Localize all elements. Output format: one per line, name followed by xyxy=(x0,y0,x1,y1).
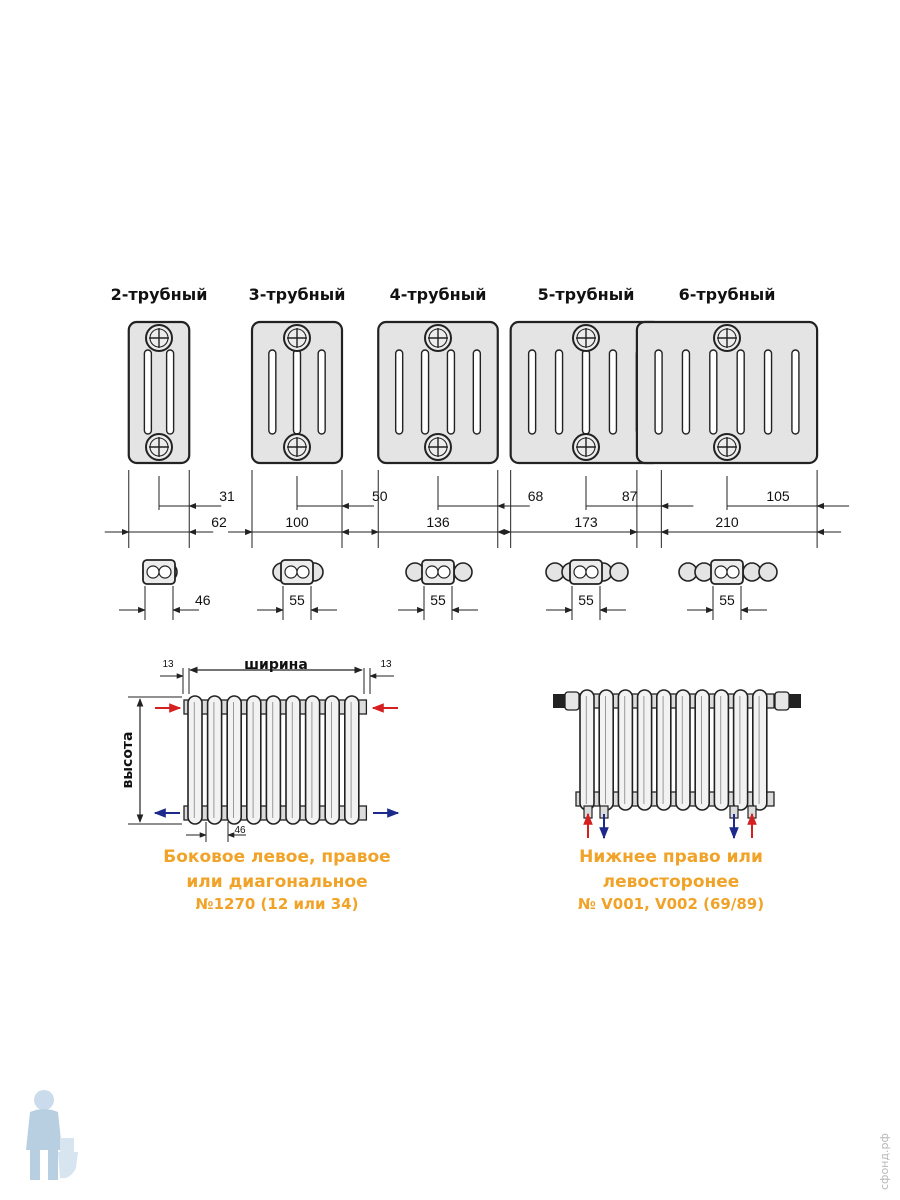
depth-label: 136 xyxy=(426,514,450,530)
margin-left-label: 13 xyxy=(162,659,174,670)
radiator-section xyxy=(732,689,749,811)
radiator-section xyxy=(246,695,262,825)
tube-slot xyxy=(736,349,745,435)
tube-slot xyxy=(581,349,591,435)
tube-slot xyxy=(143,349,153,435)
tube-slot xyxy=(165,349,175,435)
section-top-view xyxy=(142,559,178,585)
radiator-section xyxy=(655,689,672,811)
radiator-section xyxy=(636,689,653,811)
half-depth-label: 50 xyxy=(372,488,388,504)
tube-slot xyxy=(554,349,564,435)
half-depth-label: 105 xyxy=(766,488,790,504)
radiator-section xyxy=(343,695,360,825)
spacing-label: 46 xyxy=(195,592,211,608)
section-top-view xyxy=(545,559,629,585)
plumber-logo xyxy=(26,1090,78,1180)
radiator-section xyxy=(598,689,615,811)
type-title: 3-трубный xyxy=(249,285,346,304)
pitch-label: 46 xyxy=(234,825,246,836)
tube-slot xyxy=(763,349,773,435)
bottom-caption-line2: левосторонее xyxy=(603,872,740,892)
margin-right-label: 13 xyxy=(380,659,392,670)
spacing-label: 55 xyxy=(289,592,305,608)
type-title: 2-трубный xyxy=(111,285,208,304)
radiator-section xyxy=(187,695,203,825)
section-type-3: 3-трубный 50 100 55 xyxy=(228,285,388,620)
section-top-view xyxy=(272,559,324,585)
depth-label: 62 xyxy=(211,514,227,530)
section-top-view xyxy=(405,559,473,585)
tube-slot xyxy=(472,349,482,435)
tube-slot xyxy=(292,349,302,435)
radiator-section xyxy=(675,689,691,811)
radiator-section xyxy=(579,689,595,811)
radiator-section xyxy=(206,695,223,825)
section-types-row: 2-трубный3162463-трубный50100554-трубный… xyxy=(104,285,850,620)
type-title: 5-трубный xyxy=(538,285,635,304)
radiator-section xyxy=(226,695,242,825)
type-title: 4-трубный xyxy=(390,285,487,304)
radiator-section xyxy=(265,695,282,825)
section-type-2: 2-трубный 31 62 46 xyxy=(104,285,235,620)
section-top-view xyxy=(678,559,778,585)
radiator-section xyxy=(285,695,301,825)
left-plug xyxy=(553,694,565,708)
radiator-section xyxy=(617,689,634,811)
tube-slot xyxy=(317,349,326,435)
depth-label: 210 xyxy=(715,514,739,530)
radiator-section xyxy=(694,689,711,811)
side-caption-line2: или диагональное xyxy=(186,872,367,892)
half-depth-label: 31 xyxy=(219,488,235,504)
tube-slot xyxy=(268,349,277,435)
depth-label: 173 xyxy=(574,514,598,530)
tube-slot xyxy=(791,349,800,435)
tube-slot xyxy=(608,349,618,435)
half-depth-label: 87 xyxy=(622,488,638,504)
side-caption-line3: №1270 (12 или 34) xyxy=(196,895,359,913)
bottom-connection-diagram: Нижнее право или левосторонее № V001, V0… xyxy=(553,689,801,913)
section-front-view xyxy=(377,320,499,465)
watermark: сфонд.рф xyxy=(878,1133,891,1190)
radiator-section xyxy=(304,695,321,825)
tube-slot xyxy=(709,349,718,435)
bottom-caption-line3: № V001, V002 (69/89) xyxy=(578,895,764,913)
tube-slot xyxy=(681,349,691,435)
height-label: высота xyxy=(120,732,136,789)
radiator-section xyxy=(713,689,730,811)
tube-slot xyxy=(394,349,404,435)
section-type-6: 6-трубный 105 210 55 xyxy=(612,285,850,620)
depth-label: 100 xyxy=(285,514,309,530)
section-type-4: 4-трубный 68 136 55 xyxy=(354,285,544,620)
tube-slot xyxy=(527,349,537,435)
bottom-radiator xyxy=(575,689,775,819)
half-depth-label: 68 xyxy=(528,488,544,504)
spacing-label: 55 xyxy=(430,592,446,608)
tube-slot xyxy=(654,349,663,435)
side-connection-diagram: ширина 13 13 высота 46 Боковое левое, пр… xyxy=(120,657,400,913)
bottom-caption-line1: Нижнее право или xyxy=(579,847,763,867)
width-label: ширина xyxy=(244,657,308,673)
type-title: 6-трубный xyxy=(679,285,776,304)
right-plug xyxy=(789,694,801,708)
spacing-label: 55 xyxy=(578,592,594,608)
tube-slot xyxy=(446,349,456,435)
radiator-section xyxy=(324,695,341,825)
spacing-label: 55 xyxy=(719,592,735,608)
radiator-section xyxy=(751,689,768,811)
side-radiator xyxy=(183,695,368,825)
tube-slot xyxy=(420,349,430,435)
side-caption-line1: Боковое левое, правое xyxy=(163,847,390,867)
